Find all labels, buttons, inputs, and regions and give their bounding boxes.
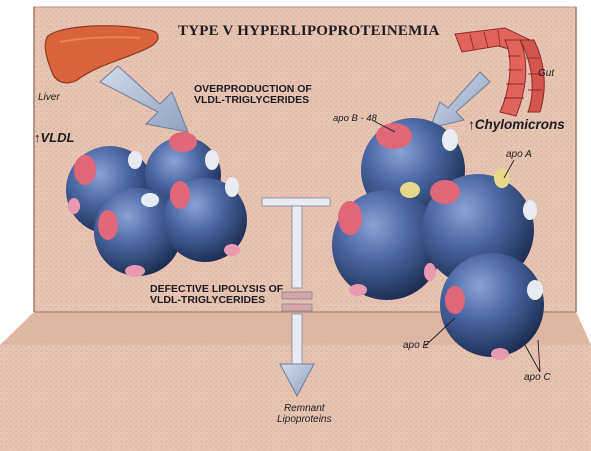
increase-arrow-icon: ↑ (34, 130, 41, 145)
apo-e-label: apo E (403, 340, 430, 351)
apo-c-leader (524, 339, 541, 373)
remnant-lipoproteins-label: Remnant Lipoproteins (277, 403, 332, 425)
vldl-label: ↑VLDL (34, 131, 74, 145)
diagram-title: TYPE V HYPERLIPOPROTEINEMIA (178, 23, 440, 39)
gut-icon (454, 27, 545, 117)
remnant-line-1: Remnant (283, 403, 325, 414)
gut-label: Gut (538, 68, 555, 79)
liver-label: Liver (38, 92, 60, 103)
chylomicron-particle (440, 253, 544, 360)
chylomicron-particle-cluster (332, 118, 544, 360)
chylomicron-particle (332, 182, 442, 300)
gut-arrow-icon (429, 71, 491, 129)
overproduction-line-2: VLDL-TRIGLYCERIDES (194, 94, 310, 107)
defective-line-1: DEFECTIVE LIPOLYSIS OF (150, 283, 284, 295)
overproduction-line-1: OVERPRODUCTION OF (194, 83, 312, 95)
chylomicrons-text: Chylomicrons (474, 117, 565, 132)
blocked-pathway-icon (261, 197, 331, 398)
chylomicrons-label: ↑Chylomicrons (468, 117, 565, 132)
apo-b-label: apo B - 48 (333, 113, 377, 124)
vldl-particle-cluster (66, 132, 247, 277)
overproduction-label: OVERPRODUCTION OF VLDL-TRIGLYCERIDES (194, 83, 312, 107)
apo-a-leader (503, 159, 515, 179)
remnant-line-2: Lipoproteins (277, 413, 332, 425)
increase-arrow-icon: ↑ (468, 117, 475, 132)
apo-a-label: apo A (506, 149, 532, 160)
apo-b-leader (371, 119, 396, 133)
apo-e-leader (424, 317, 456, 347)
vldl-text: VLDL (40, 130, 75, 145)
vldl-particle (94, 188, 182, 277)
liver-arrow-icon (99, 65, 189, 133)
apo-c-label: apo C (524, 372, 551, 383)
defective-lipolysis-label: DEFECTIVE LIPOLYSIS OF VLDL-TRIGLYCERIDE… (150, 283, 284, 307)
vldl-particle (163, 177, 247, 262)
defective-line-2: VLDL-TRIGLYCERIDES (150, 294, 266, 307)
